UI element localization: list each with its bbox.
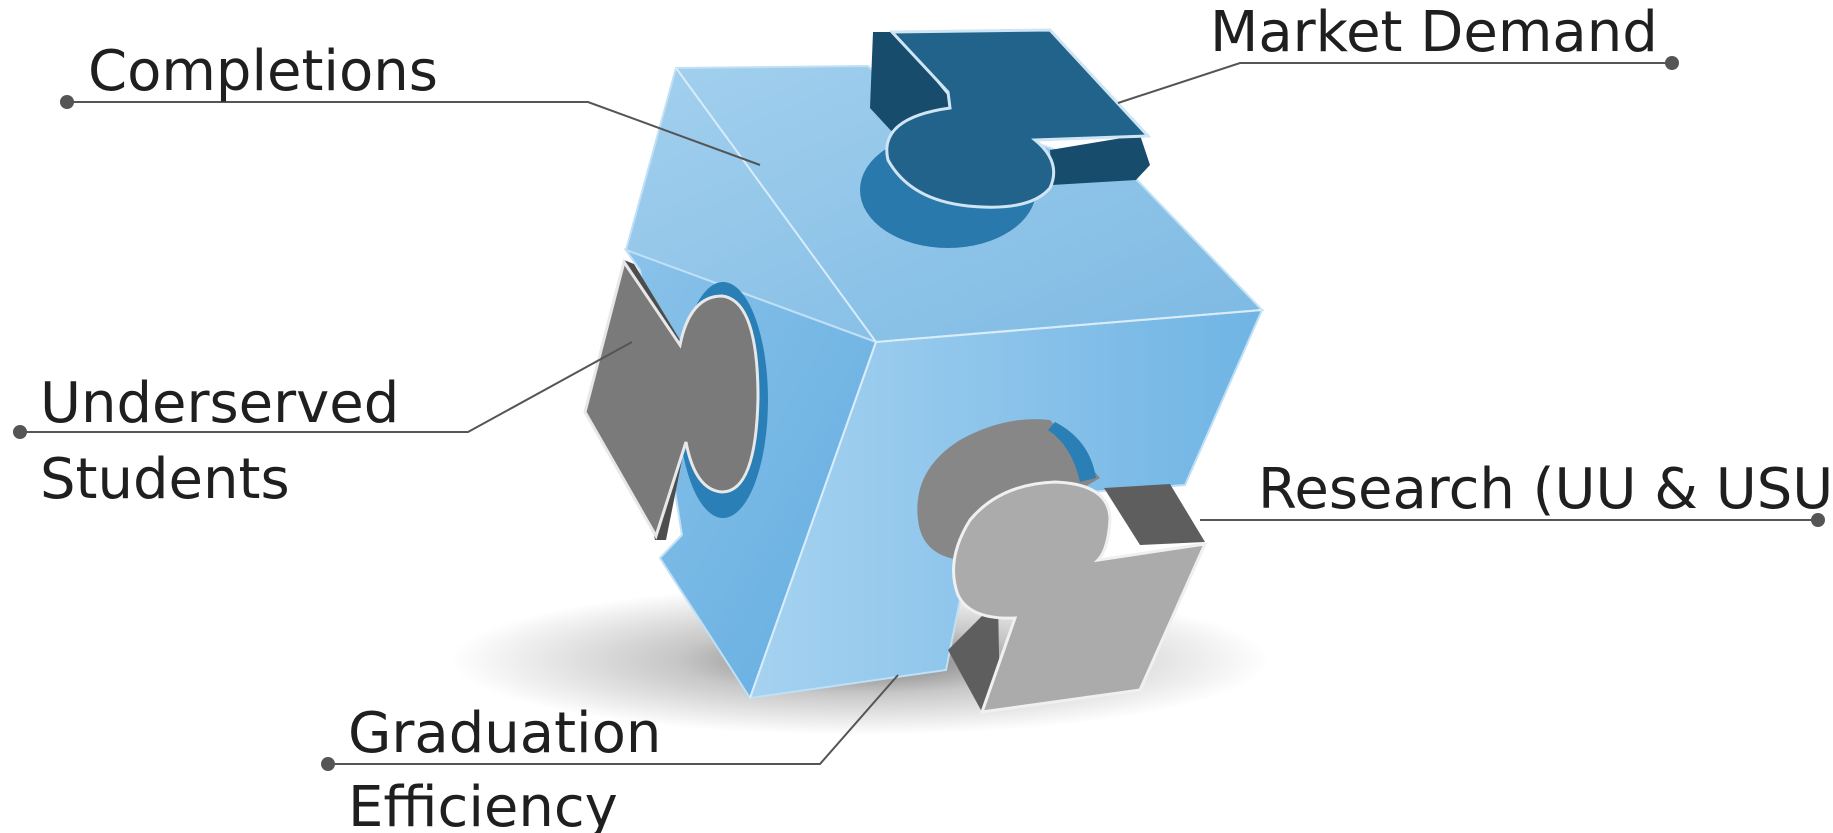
underserved-students-piece — [583, 258, 768, 540]
underserved-piece-front — [583, 258, 760, 540]
labels: Completions Market Demand Underserved St… — [40, 0, 1833, 833]
research-socket-rim — [1048, 422, 1096, 482]
completions-leader — [67, 101, 761, 166]
label-completions: Completions — [88, 39, 438, 104]
research-piece-front — [952, 480, 1208, 714]
market-demand-piece — [860, 28, 1152, 248]
underserved-dot — [13, 425, 27, 439]
research-piece — [917, 419, 1208, 714]
label-graduation-line2: Efficiency — [348, 775, 618, 833]
market-demand-piece-top — [885, 28, 1152, 209]
label-market-demand: Market Demand — [1210, 0, 1658, 65]
label-graduation-line1: Graduation — [348, 701, 661, 766]
graduation-leader — [328, 674, 899, 765]
completions-dot — [60, 95, 74, 109]
research-socket — [917, 419, 1100, 560]
market-demand-dot — [1665, 56, 1679, 70]
research-dot — [1811, 513, 1825, 527]
research-piece-side — [948, 484, 1205, 712]
label-research: Research (UU & USU) — [1258, 457, 1833, 522]
graduation-dot — [321, 757, 335, 771]
label-underserved-line1: Underserved — [40, 371, 399, 436]
leader-lines — [13, 56, 1825, 771]
label-underserved-line2: Students — [40, 447, 290, 512]
market-demand-leader — [1117, 62, 1672, 104]
market-demand-piece-side — [870, 32, 1150, 185]
underserved-leader — [20, 341, 633, 433]
